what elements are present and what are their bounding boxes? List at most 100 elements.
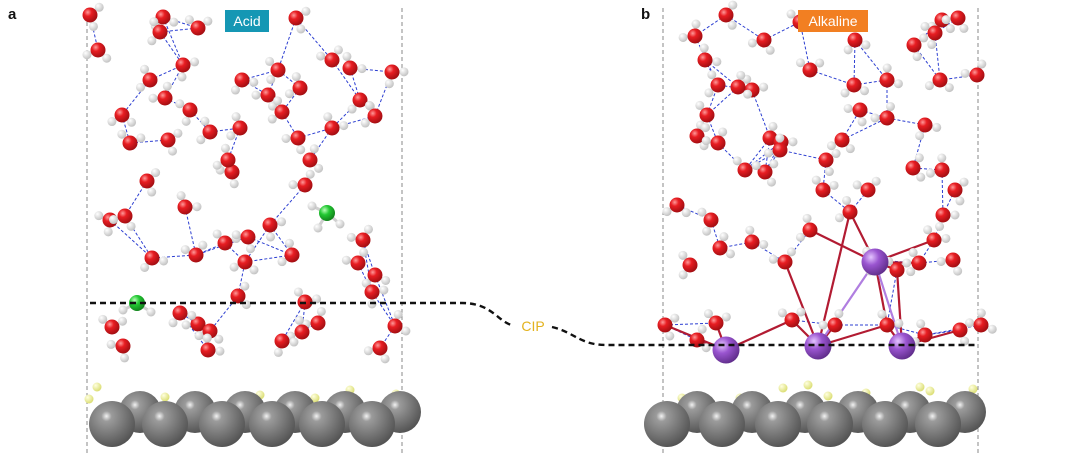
oxygen-atom [104, 319, 120, 335]
oxygen-atom [172, 305, 188, 321]
panel-b: b Alkaline [641, 0, 997, 455]
hydrogen-atom [167, 146, 177, 156]
hydrogen-atom [212, 160, 222, 170]
oxygen-atom [906, 37, 922, 53]
oxygen-atom [879, 72, 895, 88]
water-molecule [768, 247, 796, 270]
oxygen-atom [935, 207, 951, 223]
metal-atom [249, 401, 295, 447]
water-molecule [730, 70, 753, 99]
oxygen-atom [230, 288, 246, 304]
water-molecule [160, 128, 183, 156]
hydrogen-atom [380, 354, 390, 364]
hydrogen-atom [301, 6, 311, 16]
water-molecule [384, 64, 409, 89]
water-molecule [262, 217, 287, 242]
water-molecule [952, 318, 975, 346]
hydrogen-atom [925, 168, 935, 178]
acid-tag [225, 10, 269, 32]
hydrogen-atom [775, 133, 785, 143]
hydrogen-atom [309, 144, 319, 154]
hydrogen-atom [273, 96, 283, 106]
oxygen-atom [657, 317, 673, 333]
hydrogen-atom [747, 38, 757, 48]
oxygen-atom [934, 162, 950, 178]
hydrogen-atom [346, 232, 356, 242]
hydrogen-atom [267, 114, 277, 124]
hydrogen-atom [231, 230, 241, 240]
cip-label: CIP [521, 318, 544, 334]
water-molecule [811, 175, 839, 198]
hydrogen-bond [841, 117, 888, 141]
hydrogen-atom [360, 118, 370, 128]
hydrogen-atom [240, 281, 250, 291]
hydrogen-bond [751, 89, 771, 139]
water-molecule [387, 309, 411, 336]
water-molecule [732, 156, 761, 178]
water-molecule [906, 33, 929, 62]
hydrogen-atom [860, 86, 870, 96]
oxygen-atom [182, 102, 198, 118]
hydrogen-bond [374, 274, 396, 327]
hydrogen-atom [786, 247, 796, 257]
hydrogen-atom [745, 225, 755, 235]
hydrogen-atom [987, 324, 997, 334]
water-molecule [139, 168, 161, 197]
water-molecule [678, 250, 698, 280]
cation-atom [804, 332, 832, 360]
hydrogen-atom [289, 337, 299, 347]
oxygen-atom [917, 327, 933, 343]
hydrogen-atom [106, 339, 116, 349]
water-molecule [906, 248, 927, 277]
oxygen-atom [802, 62, 818, 78]
water-molecule [273, 333, 299, 357]
hydrogen-atom [281, 133, 291, 143]
water-molecule [341, 247, 369, 271]
metal-atom [807, 401, 853, 447]
hydrogen-bond [124, 215, 153, 259]
hydrogen-atom [916, 319, 926, 329]
hydrogen-atom [359, 247, 369, 257]
acid-tag-label: Acid [233, 13, 260, 29]
water-molecule [818, 309, 844, 333]
oxygen-atom [290, 130, 306, 146]
hydrogen-bond [184, 206, 197, 256]
hydrogen-atom [192, 202, 202, 212]
hydrogen-atom [316, 306, 326, 316]
hydrogen-atom [732, 156, 742, 166]
hydrogen-atom [288, 180, 298, 190]
water-molecule [915, 117, 942, 141]
hydrogen-atom [736, 70, 746, 80]
oxygen-atom [834, 132, 850, 148]
water-molecule [877, 309, 904, 333]
hydrogen-atom [284, 89, 294, 99]
hydrogen-bond [247, 236, 293, 256]
water-molecule [168, 305, 197, 328]
hydrogen-atom [136, 133, 146, 143]
hydrogen-atom [768, 254, 778, 264]
hydrogen-atom [831, 149, 841, 159]
hydrogen-atom [266, 232, 276, 242]
hydrogen-atom [953, 266, 963, 276]
oxygen-atom [687, 28, 703, 44]
oxygen-atom [352, 92, 368, 108]
hydrogen-atom [294, 315, 304, 325]
hydrogen-atom [914, 153, 924, 163]
hydrogen-atom [920, 21, 930, 31]
water-molecule [947, 177, 969, 206]
water-molecule [689, 123, 711, 151]
water-molecule [200, 333, 225, 358]
oxygen-atom [224, 164, 240, 180]
hydrogen-atom [815, 58, 825, 68]
oxygen-atom [288, 10, 304, 26]
oxygen-atom [699, 107, 715, 123]
hydrogen-bond [162, 16, 184, 66]
cation-cation-link [873, 261, 904, 347]
oxygen-atom [682, 257, 698, 273]
oxygen-atom [190, 20, 206, 36]
hydrogen-atom [384, 79, 394, 89]
oxygen-atom [777, 254, 793, 270]
hydrogen-atom [135, 82, 145, 92]
oxygen-atom [200, 342, 216, 358]
